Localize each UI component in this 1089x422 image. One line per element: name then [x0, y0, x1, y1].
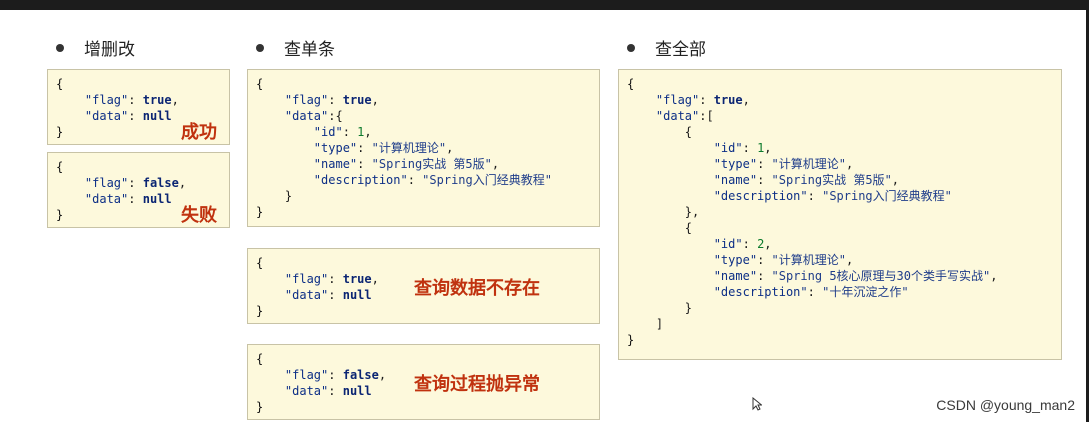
- json-box-single-exception: { "flag": false, "data": null } 查询过程抛异常: [247, 344, 600, 420]
- section-title-crud: 增删改: [56, 35, 135, 60]
- list-book2-type: 计算机理论: [778, 253, 839, 267]
- json-box-crud-fail: { "flag": false, "data": null } 失败: [47, 152, 230, 228]
- bullet-icon: [627, 43, 635, 52]
- list-book2-name: Spring 5核心原理与30个类手写实战: [778, 269, 983, 283]
- json-code: { "flag": false, "data": null }: [256, 352, 387, 414]
- book1-description: Spring入门经典教程: [429, 173, 545, 187]
- not-exist-label: 查询数据不存在: [414, 278, 540, 299]
- bullet-icon: [56, 43, 64, 52]
- list-book1-description: Spring入门经典教程: [829, 189, 945, 203]
- json-code: { "flag": true, "data":[ { "id": 1, "typ…: [627, 77, 998, 347]
- window-top-bar: [0, 0, 1089, 10]
- json-code: { "flag": true, "data":{ "id": 1, "type"…: [256, 77, 552, 219]
- json-code: { "flag": true, "data": null }: [56, 77, 179, 139]
- book1-type: 计算机理论: [378, 141, 439, 155]
- bullet-icon: [256, 43, 264, 52]
- success-label: 成功: [181, 122, 217, 143]
- json-box-crud-success: { "flag": true, "data": null } 成功: [47, 69, 230, 145]
- json-code: { "flag": true, "data": null }: [256, 256, 379, 318]
- json-box-all: { "flag": true, "data":[ { "id": 1, "typ…: [618, 69, 1062, 360]
- fail-label: 失败: [181, 205, 217, 226]
- book1-name: Spring实战 第5版: [378, 157, 485, 171]
- mouse-cursor-icon: [752, 397, 762, 411]
- section-title-all: 查全部: [627, 35, 706, 60]
- section-title-all-text: 查全部: [655, 40, 706, 60]
- section-title-single: 查单条: [256, 35, 335, 60]
- section-title-single-text: 查单条: [284, 40, 335, 60]
- list-book2-description: 十年沉淀之作: [829, 285, 902, 299]
- json-box-single-found: { "flag": true, "data":{ "id": 1, "type"…: [247, 69, 600, 227]
- list-book1-type: 计算机理论: [778, 157, 839, 171]
- exception-label: 查询过程抛异常: [414, 374, 540, 395]
- json-box-single-not-exist: { "flag": true, "data": null } 查询数据不存在: [247, 248, 600, 324]
- section-title-crud-text: 增删改: [84, 40, 135, 60]
- window-right-edge: [1086, 0, 1089, 422]
- list-book1-name: Spring实战 第5版: [778, 173, 885, 187]
- watermark: CSDN @young_man2: [936, 397, 1075, 413]
- json-code: { "flag": false, "data": null }: [56, 160, 187, 222]
